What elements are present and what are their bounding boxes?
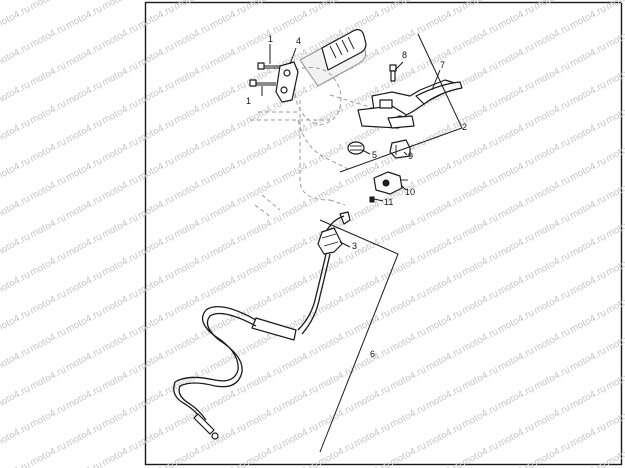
watermark-text: moto4.ru xyxy=(28,402,68,430)
watermark-text: moto4.ru xyxy=(0,307,32,335)
watermark-text: moto4.ru xyxy=(0,79,32,107)
watermark-text: moto4.ru xyxy=(100,326,140,354)
watermark-text: moto4.ru xyxy=(100,0,140,13)
watermark-text: moto4.ru xyxy=(64,41,104,69)
callout-1-upper: 1 xyxy=(268,34,273,44)
watermark-text: moto4.ru xyxy=(64,231,104,259)
callout-1-lower: 1 xyxy=(246,96,251,106)
watermark-text: moto4.ru xyxy=(64,79,104,107)
watermark-text: moto4.ru xyxy=(64,269,104,297)
watermark-text: moto4.ru xyxy=(100,250,140,278)
screw-part-11 xyxy=(369,196,375,203)
watermark-text: moto4.ru xyxy=(0,193,32,221)
callout-7: 7 xyxy=(440,60,445,70)
switch-part-5 xyxy=(347,141,365,155)
watermark-text: moto4.ru xyxy=(64,155,104,183)
watermark-text: moto4.ru xyxy=(28,212,68,240)
pivot-bolt xyxy=(389,64,397,82)
watermark-text: moto4.ru xyxy=(100,364,140,392)
callout-11: 11 xyxy=(384,197,393,207)
watermark-text: moto4.ru xyxy=(28,136,68,164)
watermark-text: moto4.ru xyxy=(100,288,140,316)
diagram-frame xyxy=(144,1,623,466)
callout-3: 3 xyxy=(352,241,357,251)
watermark-text: moto4.ru xyxy=(28,98,68,126)
callout-5: 5 xyxy=(372,150,377,160)
watermark-text: moto4.ru xyxy=(28,22,68,50)
watermark-text: moto4.ru xyxy=(64,459,104,468)
watermark-text: moto4.ru xyxy=(28,0,68,13)
watermark-text: moto4.ru xyxy=(64,193,104,221)
callout-guides xyxy=(261,33,463,453)
watermark-text: moto4.ru xyxy=(0,3,32,31)
block-part-9 xyxy=(389,139,411,159)
watermark-text: moto4.ru xyxy=(0,231,32,259)
watermark-text: moto4.ru xyxy=(64,421,104,449)
watermark-text: moto4.ru xyxy=(0,41,32,69)
grip xyxy=(321,29,367,71)
watermark-text: moto4.ru xyxy=(100,402,140,430)
switch-housing-part-10 xyxy=(373,171,408,195)
watermark-text: moto4.ru xyxy=(28,250,68,278)
clutch-lever-assembly xyxy=(357,79,463,129)
watermark-text: moto4.ru xyxy=(0,155,32,183)
watermark-text: moto4.ru xyxy=(100,60,140,88)
watermark-text: moto4.ru xyxy=(64,117,104,145)
callout-2: 2 xyxy=(462,122,467,132)
callout-4: 4 xyxy=(296,36,301,46)
watermark-text: moto4.ru xyxy=(0,269,32,297)
watermark-text: moto4.ru xyxy=(64,383,104,411)
watermark-text: moto4.ru xyxy=(28,440,68,468)
watermark-text: moto4.ru xyxy=(64,307,104,335)
watermark-text: moto4.ru xyxy=(64,3,104,31)
callout-8: 8 xyxy=(402,50,407,60)
watermark-text: moto4.ru xyxy=(100,136,140,164)
watermark-text: moto4.ru xyxy=(100,22,140,50)
screw-1-upper xyxy=(257,62,282,70)
watermark-text: moto4.ru xyxy=(0,459,32,468)
watermark-text: moto4.ru xyxy=(0,117,32,145)
handlebar-grip-ghost xyxy=(250,29,421,219)
screw-1-lower xyxy=(249,79,276,87)
callout-10: 10 xyxy=(405,187,415,197)
watermark-text: moto4.ru xyxy=(100,212,140,240)
watermark-text: moto4.ru xyxy=(28,364,68,392)
watermark-text: moto4.ru xyxy=(28,288,68,316)
clutch-cable xyxy=(173,211,351,440)
watermark-text: moto4.ru xyxy=(28,174,68,202)
watermark-text: moto4.ru xyxy=(0,383,32,411)
watermark-text: moto4.ru xyxy=(100,174,140,202)
watermark-text: moto4.ru xyxy=(64,345,104,373)
watermark-text: moto4.ru xyxy=(100,440,140,468)
callout-9: 9 xyxy=(408,151,413,161)
lever-clamp xyxy=(275,61,299,103)
watermark-text: moto4.ru xyxy=(0,421,32,449)
watermark-text: moto4.ru xyxy=(28,326,68,354)
watermark-text: moto4.ru xyxy=(100,98,140,126)
watermark-text: moto4.ru xyxy=(0,345,32,373)
callout-6: 6 xyxy=(370,349,375,359)
watermark-text: moto4.ru xyxy=(28,60,68,88)
